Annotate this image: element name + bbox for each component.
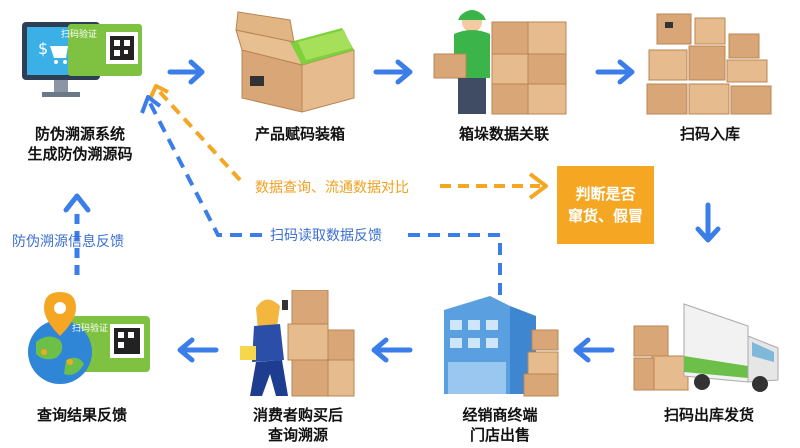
blue-dashed-flow <box>408 233 502 295</box>
info-feedback-label: 防伪溯源信息反馈 <box>12 234 124 250</box>
arrow-stack-to-warehouse <box>595 59 635 85</box>
open-box-icon <box>235 11 355 113</box>
svg-text:$: $ <box>38 39 48 58</box>
scan-read-label: 扫码读取数据反馈 <box>270 228 382 244</box>
consumer-label: 消费者购买后查询溯源 <box>252 406 343 444</box>
card-text-bottom: 扫码验证 <box>72 324 109 334</box>
ship-label: 扫码出库发货 <box>663 406 754 424</box>
stack-label: 箱垛数据关联 <box>458 125 549 143</box>
store-label: 经销商终端门店出售 <box>462 406 538 444</box>
card-text: 扫码验证 <box>61 30 98 40</box>
warehouse-boxes-icon <box>646 13 772 115</box>
worker-stack-icon <box>433 10 567 115</box>
store-building-icon <box>444 296 559 397</box>
feedback-label: 查询结果反馈 <box>36 406 127 424</box>
truck-icon <box>633 303 779 392</box>
judge-box: 判断是否窜货、假冒 <box>557 166 654 244</box>
consumer-icon <box>240 290 355 397</box>
arrow-warehouse-to-ship <box>695 202 721 243</box>
system-label: 防伪溯源系统生成防伪溯源码 <box>27 125 133 163</box>
arrow-packing-to-stack <box>373 59 413 85</box>
arrow-system-to-packing <box>167 59 205 85</box>
packing-label: 产品赋码装箱 <box>254 125 345 143</box>
arrow-store-to-consumer <box>371 337 413 363</box>
orange-dashed-flow <box>156 88 242 182</box>
arrow-ship-to-store <box>573 337 615 363</box>
arrow-consumer-to-feedback <box>177 337 219 363</box>
monitor-qr-icon: $ <box>22 22 142 97</box>
warehouse-in-label: 扫码入库 <box>679 125 740 143</box>
globe-pin-icon <box>28 292 150 384</box>
query-compare-label: 数据查询、流通数据对比 <box>255 180 409 196</box>
